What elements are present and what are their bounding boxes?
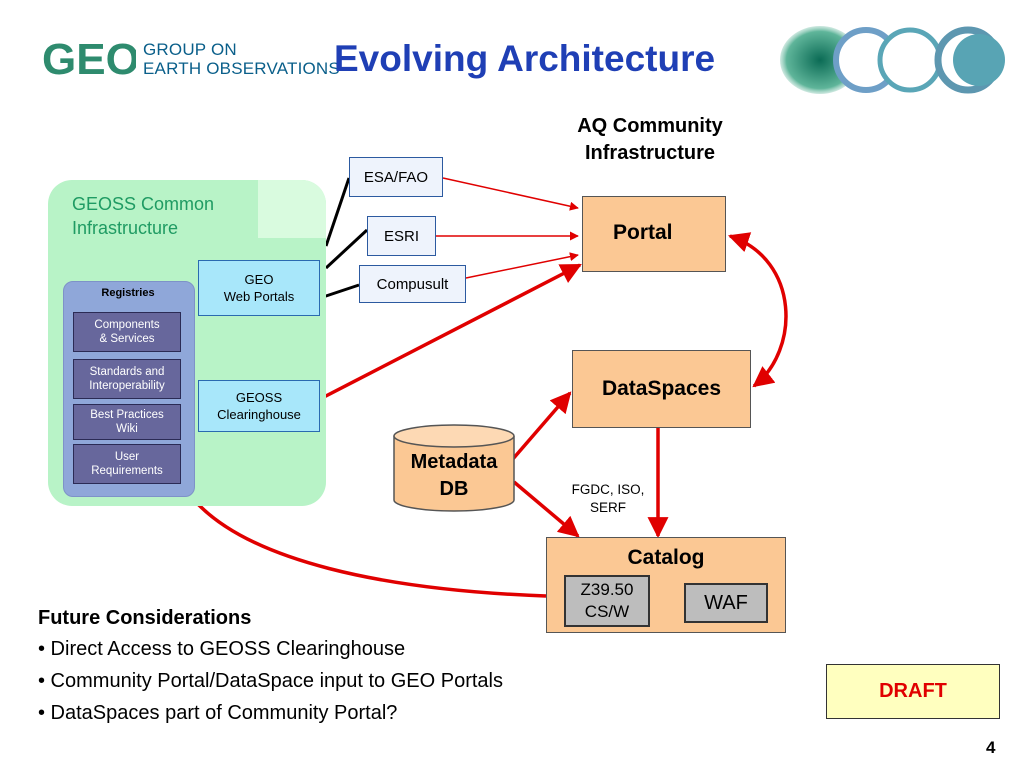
portal-label: Portal bbox=[613, 221, 673, 244]
registry-label-line1: Standards and bbox=[89, 366, 165, 378]
fgdc-line2: SERF bbox=[589, 500, 626, 515]
registry-label-line1: User bbox=[114, 451, 140, 463]
registry-label-line2: Interoperability bbox=[89, 380, 165, 392]
registry-label-line1: Components bbox=[94, 319, 160, 331]
arrow-clearinghouse-portal bbox=[321, 263, 582, 400]
metadata-label-line2: DB bbox=[439, 478, 469, 500]
draft-badge: DRAFT bbox=[826, 664, 1000, 719]
z3950-line1: Z39.50 bbox=[580, 580, 634, 599]
aq-title-line2: Infrastructure bbox=[584, 142, 716, 164]
arrow-portal-dataspaces bbox=[728, 232, 788, 388]
arrow-esa-portal bbox=[442, 177, 579, 211]
page-title: Evolving Architecture bbox=[334, 38, 716, 79]
metadata-db-label: Metadata DB bbox=[392, 449, 516, 503]
esri-box[interactable]: ESRI bbox=[367, 216, 436, 256]
web-portals-line1: GEO bbox=[244, 272, 274, 287]
arrow-compusult-portal bbox=[465, 252, 579, 279]
arrow-metadata-catalog bbox=[512, 480, 580, 538]
aq-community-title: AQ Community Infrastructure bbox=[540, 113, 760, 167]
registries-label: Registries bbox=[101, 287, 155, 299]
future-bullet: • Community Portal/DataSpace input to GE… bbox=[38, 670, 503, 692]
portal-node[interactable]: Portal bbox=[582, 196, 726, 272]
org-name-line1: GROUP ON bbox=[143, 40, 237, 59]
geoss-clearinghouse-box[interactable]: GEOSS Clearinghouse bbox=[198, 380, 320, 432]
future-bullet: • DataSpaces part of Community Portal? bbox=[38, 702, 398, 724]
aq-title-line1: AQ Community bbox=[577, 115, 723, 137]
geoss-panel-corner bbox=[258, 180, 326, 238]
registry-label-line2: & Services bbox=[99, 333, 155, 345]
registry-label-line2: Wiki bbox=[116, 423, 138, 435]
future-considerations-title: Future Considerations bbox=[38, 607, 252, 629]
compusult-box[interactable]: Compusult bbox=[359, 265, 466, 303]
future-bullet: • Direct Access to GEOSS Clearinghouse bbox=[38, 638, 406, 660]
metadata-label-line1: Metadata bbox=[410, 451, 498, 473]
geo-web-portals-box[interactable]: GEO Web Portals bbox=[198, 260, 320, 316]
registry-components-services[interactable]: Components & Services bbox=[73, 312, 181, 352]
clearinghouse-line2: Clearinghouse bbox=[217, 407, 301, 422]
connector-webportals-compusult bbox=[319, 283, 360, 300]
registry-label-line2: Requirements bbox=[91, 465, 163, 477]
esa-fao-box[interactable]: ESA/FAO bbox=[349, 157, 443, 197]
catalog-label: Catalog bbox=[627, 546, 705, 569]
waf-box[interactable]: WAF bbox=[684, 583, 768, 623]
connector-webportals-esri bbox=[324, 228, 369, 270]
arrow-metadata-dataspaces bbox=[510, 391, 572, 462]
geoss-panel-title: GEOSS Common Infrastructure bbox=[72, 192, 214, 240]
dataspaces-node[interactable]: DataSpaces bbox=[572, 350, 751, 428]
clearinghouse-line1: GEOSS bbox=[235, 390, 283, 405]
web-portals-line2: Web Portals bbox=[223, 289, 295, 304]
geo-logo-mark: GEO bbox=[42, 35, 136, 84]
connector-webportals-esa bbox=[324, 177, 351, 247]
geoss-title-line2: Infrastructure bbox=[72, 218, 179, 238]
geoss-title-line1: GEOSS Common bbox=[72, 194, 215, 214]
org-name: GROUP ON EARTH OBSERVATIONS bbox=[143, 40, 340, 78]
page-number: 4 bbox=[986, 738, 996, 757]
metadata-db-cylinder[interactable] bbox=[392, 424, 516, 514]
dataspaces-label: DataSpaces bbox=[601, 377, 722, 400]
org-name-line2: EARTH OBSERVATIONS bbox=[143, 59, 340, 78]
geo-logo-text: GEO bbox=[42, 35, 136, 84]
registry-label-line1: Best Practices bbox=[90, 409, 164, 421]
fgdc-iso-serf-label: FGDC, ISO, SERF bbox=[560, 481, 656, 517]
z3950-line2: CS/W bbox=[584, 602, 630, 621]
fgdc-line1: FGDC, ISO, bbox=[571, 482, 645, 497]
decorative-circles-icon bbox=[780, 26, 1005, 94]
curve-catalog-geoss bbox=[194, 500, 547, 598]
